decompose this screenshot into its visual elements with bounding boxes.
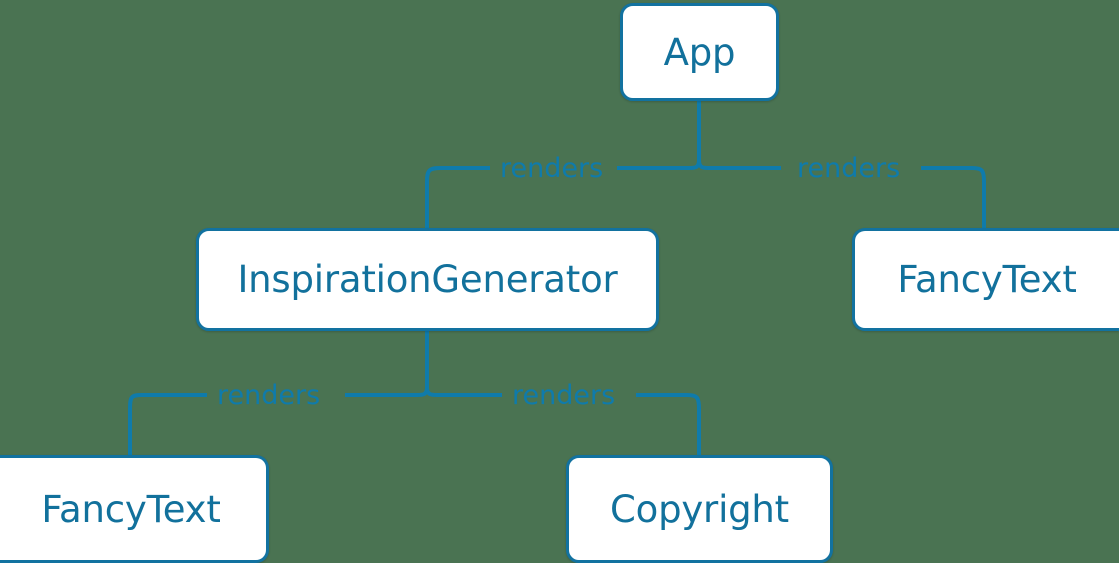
edge-label-app-to-fancytext: renders	[789, 155, 909, 182]
node-inspirationgenerator-label: InspirationGenerator	[237, 258, 618, 301]
node-copyright-label: Copyright	[610, 487, 789, 531]
edge-label-app-to-inspirationgenerator: renders	[492, 155, 612, 182]
node-fancytext-left-label: FancyText	[41, 487, 221, 531]
node-app[interactable]: App	[620, 3, 779, 101]
node-inspirationgenerator[interactable]: InspirationGenerator	[196, 228, 659, 331]
edge-app-to-inspirationgenerator	[425, 166, 490, 228]
edge-inspirationgenerator-junction-right	[425, 386, 502, 397]
edge-label-inspirationgenerator-to-copyright: renders	[504, 382, 624, 409]
edge-app-to-fancytext-right	[921, 166, 986, 228]
node-app-label: App	[663, 30, 736, 74]
node-fancytext-left[interactable]: FancyText	[0, 455, 269, 563]
node-copyright[interactable]: Copyright	[566, 455, 833, 563]
node-fancytext-right[interactable]: FancyText	[852, 228, 1119, 331]
edge-inspirationgenerator-junction-left	[345, 386, 429, 397]
edge-app-junction-left	[617, 159, 701, 170]
edge-inspirationgenerator-to-fancytext-left	[128, 393, 207, 455]
edge-inspirationgenerator-to-copyright	[636, 393, 701, 455]
edge-label-inspirationgenerator-to-fancytext: renders	[209, 382, 329, 409]
edge-app-junction-right	[697, 159, 781, 170]
node-fancytext-right-label: FancyText	[897, 258, 1077, 301]
